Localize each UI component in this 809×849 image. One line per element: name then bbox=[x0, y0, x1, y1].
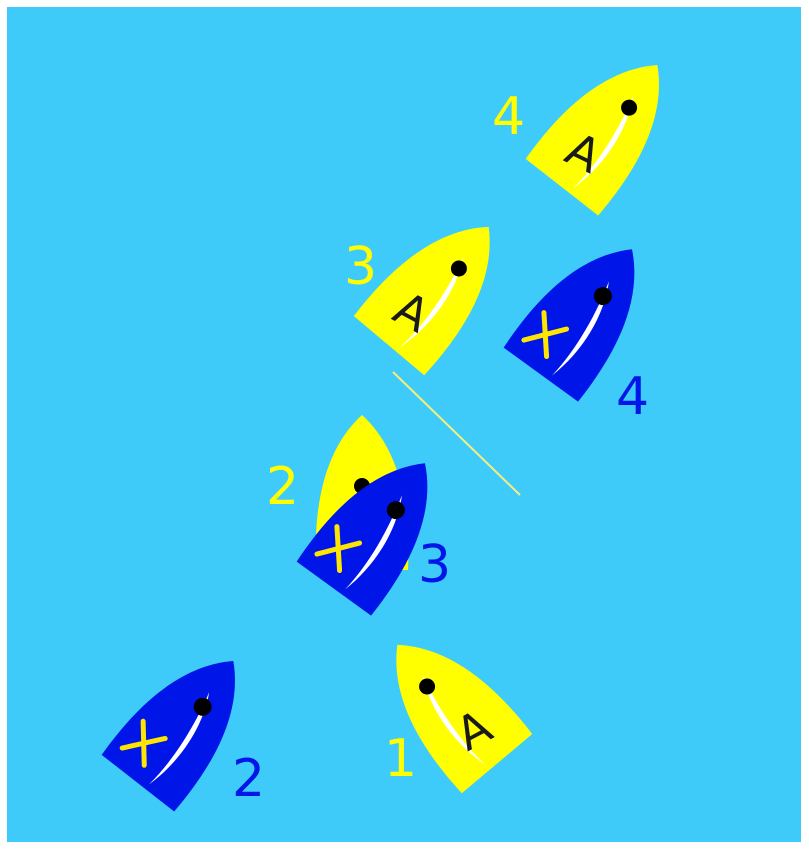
boat-a-position-label-3: 3 bbox=[344, 237, 377, 297]
boat-x-position-label-2: 2 bbox=[232, 749, 265, 809]
boat-a-position-label-4: 4 bbox=[492, 87, 525, 147]
boat-x-position-label-4: 4 bbox=[616, 367, 649, 427]
boat-a-position-label-2: 2 bbox=[266, 457, 299, 517]
boat-x-position-label-3: 3 bbox=[418, 535, 451, 595]
boat-a-position-label-1: 1 bbox=[384, 729, 417, 789]
water bbox=[7, 7, 801, 842]
